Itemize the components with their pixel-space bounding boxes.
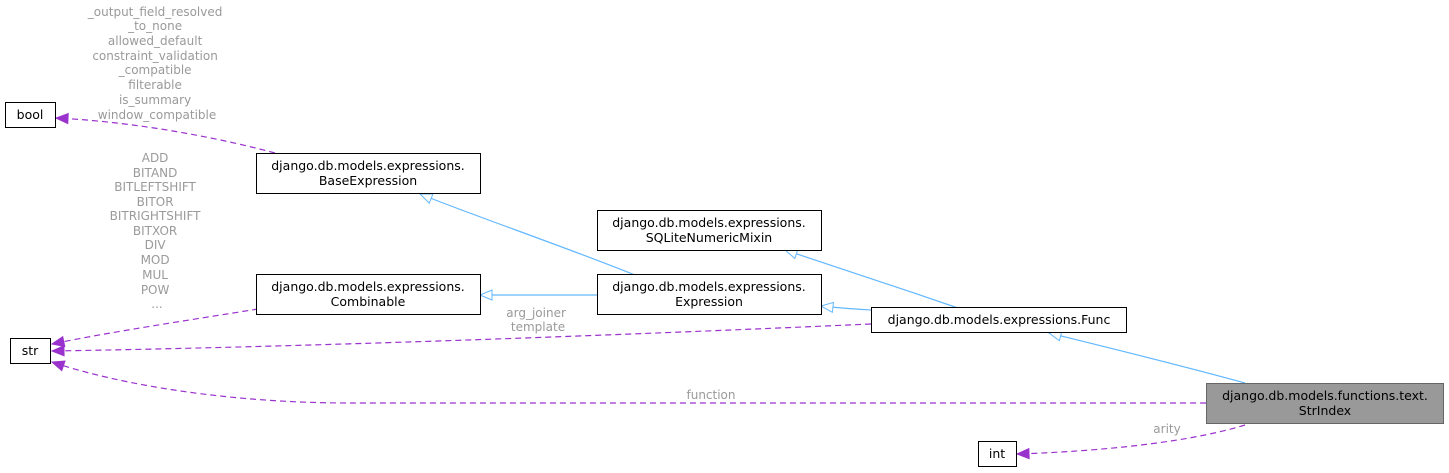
edge-label-combinable-to-str: ADD BITAND BITLEFTSHIFT BITOR BITRIGHTSH… <box>110 151 205 311</box>
edge-label-base-to-bool: _output_field_resolved _to_none allowed_… <box>87 5 226 122</box>
label-line: constraint_validation <box>92 49 218 63</box>
node-label: django.db.models.functions.text. <box>1222 388 1428 403</box>
label-line: DIV <box>145 238 167 252</box>
label-line: is_summary <box>119 93 191 107</box>
node-label: str <box>22 343 39 358</box>
edge-expression-to-baseexpression <box>420 194 636 276</box>
edge-func-to-str <box>52 323 872 351</box>
label-line: BITLEFTSHIFT <box>114 180 196 194</box>
node-label: django.db.models.expressions.Func <box>888 312 1111 327</box>
label-line: arity <box>1153 422 1180 436</box>
edge-label-strindex-to-int: arity <box>1153 422 1180 436</box>
label-line: MOD <box>141 253 170 267</box>
node-bool[interactable]: bool <box>5 102 56 128</box>
label-line: template <box>511 320 565 334</box>
edge-combinable-to-str <box>52 308 259 344</box>
node-label: django.db.models.expressions. <box>612 279 806 294</box>
edge-strindex-to-func <box>1049 333 1246 384</box>
node-label: django.db.models.expressions. <box>271 158 465 173</box>
node-str-index[interactable]: django.db.models.functions.text. StrInde… <box>1206 383 1444 424</box>
node-label: bool <box>17 107 44 122</box>
edge-strindex-to-str <box>52 362 1206 404</box>
node-label: SQLiteNumericMixin <box>646 230 772 245</box>
label-line: POW <box>141 283 170 297</box>
label-line: function <box>686 388 735 402</box>
label-line: window_compatible <box>98 108 217 122</box>
label-line: BITRIGHTSHIFT <box>110 209 202 223</box>
edge-label-strindex-to-str: function <box>686 388 735 402</box>
label-line: ADD <box>142 151 169 165</box>
label-line: BITAND <box>133 166 178 180</box>
label-line: filterable <box>128 78 182 92</box>
edge-label-func-to-str: arg_joiner template <box>506 306 569 334</box>
node-label: StrIndex <box>1299 403 1351 418</box>
edge-baseexpression-to-bool <box>56 118 276 154</box>
node-func[interactable]: django.db.models.expressions.Func <box>871 307 1127 333</box>
node-label: django.db.models.expressions. <box>612 215 806 230</box>
edge-strindex-to-int <box>1017 424 1246 454</box>
label-line: _compatible <box>118 63 192 77</box>
label-line: allowed_default <box>108 34 203 48</box>
node-combinable[interactable]: django.db.models.expressions. Combinable <box>256 274 481 315</box>
node-int[interactable]: int <box>978 441 1017 467</box>
node-label: Expression <box>675 294 743 309</box>
edge-func-to-expression <box>821 306 872 310</box>
label-line: BITOR <box>137 195 174 209</box>
label-line: MUL <box>142 268 168 282</box>
node-label: django.db.models.expressions. <box>271 279 465 294</box>
edge-func-to-sqlitenumericmixin <box>785 250 959 309</box>
node-label: Combinable <box>331 294 406 309</box>
label-line: BITXOR <box>133 224 177 238</box>
node-sqlite-numeric-mixin[interactable]: django.db.models.expressions. SQLiteNume… <box>597 210 822 251</box>
label-line: _to_none <box>127 19 182 33</box>
label-line: _output_field_resolved <box>87 5 223 19</box>
node-label: int <box>989 446 1005 461</box>
label-line: arg_joiner <box>506 306 566 320</box>
node-label: BaseExpression <box>319 173 417 188</box>
node-base-expression[interactable]: django.db.models.expressions. BaseExpres… <box>256 153 481 194</box>
node-expression[interactable]: django.db.models.expressions. Expression <box>597 274 822 315</box>
label-line: ... <box>151 297 162 311</box>
node-str[interactable]: str <box>10 338 51 364</box>
